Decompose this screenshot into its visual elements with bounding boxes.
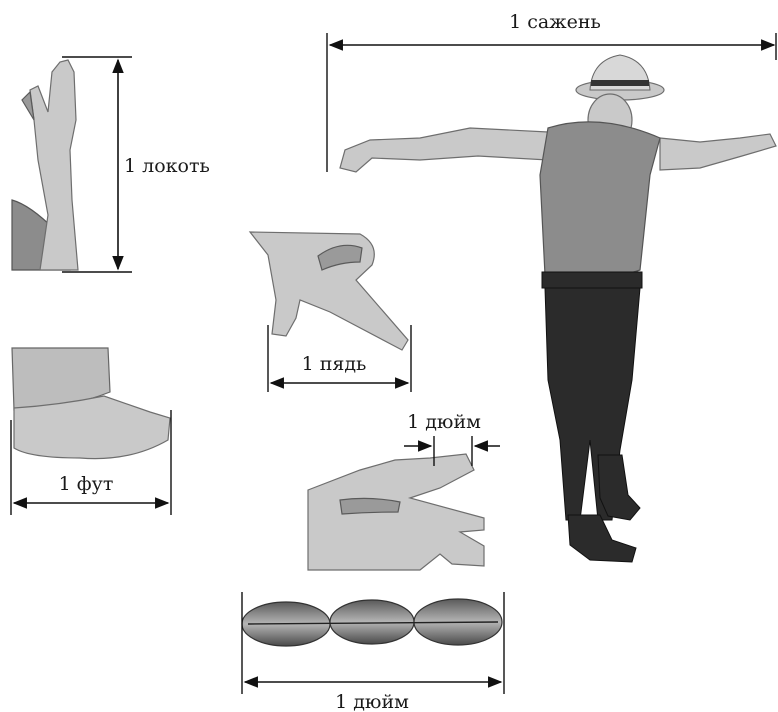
thumb-figure bbox=[308, 454, 484, 570]
sazhen-label: 1 сажень bbox=[509, 11, 601, 33]
hand-span-figure bbox=[250, 232, 408, 350]
lokot-dimension: 1 локоть bbox=[62, 57, 210, 272]
dyuim-grains-label: 1 дюйм bbox=[335, 691, 409, 712]
barley-grains-figure bbox=[242, 599, 502, 646]
forearm-figure bbox=[12, 60, 78, 270]
pyad-label: 1 пядь bbox=[302, 353, 367, 375]
foot-figure bbox=[12, 348, 170, 459]
dyuim-finger-label: 1 дюйм bbox=[407, 411, 481, 433]
fut-label: 1 фут bbox=[59, 473, 114, 495]
grain-2 bbox=[330, 600, 414, 644]
lokot-label: 1 локоть bbox=[124, 155, 210, 177]
